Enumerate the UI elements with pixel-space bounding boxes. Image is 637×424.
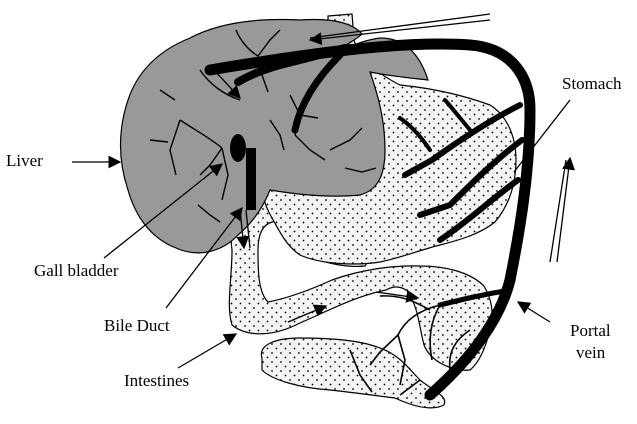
gall-bladder-label: Gall bladder <box>34 261 119 280</box>
portal-vein-pointer <box>518 302 550 322</box>
stomach-label: Stomach <box>562 74 622 93</box>
stomach-pointer <box>514 100 570 172</box>
gall-bladder <box>230 134 246 162</box>
intestines-pointer <box>178 334 236 368</box>
portal-vein-label-line2: vein <box>576 343 606 362</box>
portal-vein-label-line1: Portal <box>570 321 611 340</box>
bile-duct <box>246 148 256 210</box>
bile-duct-label: Bile Duct <box>104 316 170 335</box>
liver-label: Liver <box>6 151 43 170</box>
intestines-label: Intestines <box>124 371 189 390</box>
lower-intestine-shape <box>261 338 444 408</box>
